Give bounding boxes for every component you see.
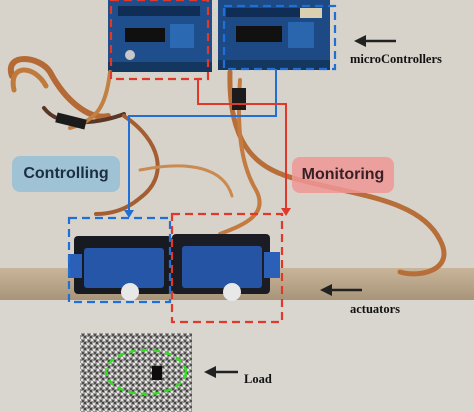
connector-black xyxy=(55,112,87,130)
control-box-microcontroller xyxy=(222,4,337,71)
microcontroller-board-right xyxy=(218,0,330,70)
pointer-arrow-actuators xyxy=(320,284,362,296)
microcontrollers-label: microControllers xyxy=(350,52,442,66)
control-path-line xyxy=(128,69,277,212)
monitor-path-line xyxy=(197,79,287,208)
control-path-arrowhead xyxy=(124,210,134,218)
load-label: Load xyxy=(244,372,272,386)
floor-shadow xyxy=(0,300,474,412)
load-image xyxy=(80,333,192,412)
control-box-actuator xyxy=(67,216,172,304)
connector-center xyxy=(232,88,246,110)
servo-actuator-left xyxy=(68,236,172,301)
microcontroller-board-left xyxy=(108,0,212,72)
actuators-label: actuators xyxy=(350,302,400,316)
monitor-box-microcontroller xyxy=(109,0,210,81)
pointer-arrow-load xyxy=(204,366,238,378)
load-outline xyxy=(104,348,188,396)
load-object xyxy=(152,366,162,380)
monitor-path-arrowhead xyxy=(281,208,291,216)
controlling-label: Controlling xyxy=(12,156,120,192)
servo-actuator-right xyxy=(172,234,280,301)
monitor-box-actuator xyxy=(170,212,284,324)
pointer-arrow-microcontrollers xyxy=(354,35,396,47)
monitoring-label: Monitoring xyxy=(292,157,394,193)
